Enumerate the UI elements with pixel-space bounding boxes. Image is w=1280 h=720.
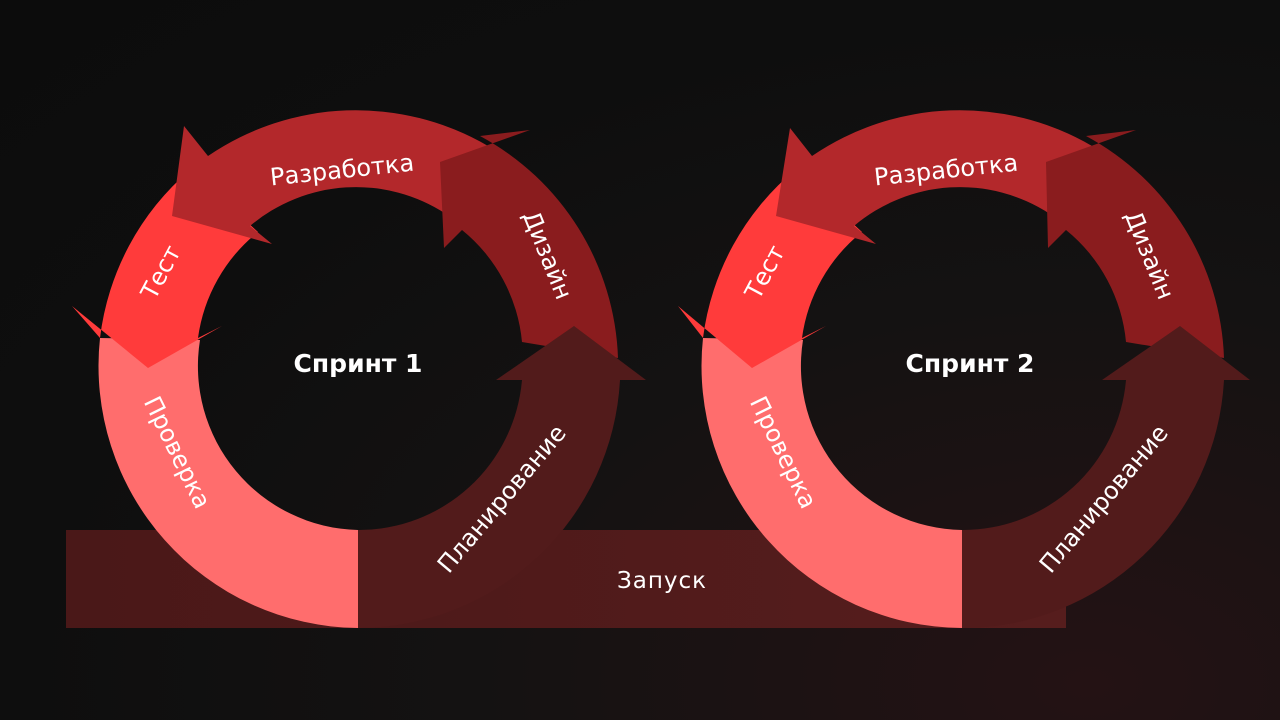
sprint-1-planning-segment — [358, 326, 646, 629]
sprint-2-design-segment — [1046, 130, 1224, 358]
sprint-2-development-segment — [776, 110, 1092, 245]
sprint-1-cycle: Спринт 1 Разработка Дизайн Тест Проверка… — [72, 110, 646, 629]
sprint-1-development-segment — [172, 110, 488, 245]
sprint-1-design-segment — [440, 130, 618, 358]
sprint-2-planning-segment — [962, 326, 1250, 629]
launch-label: Запуск — [617, 568, 707, 594]
sprint-1-review-segment — [98, 338, 359, 628]
sprint-2-title: Спринт 2 — [906, 349, 1035, 378]
sprint-2-review-segment — [701, 338, 962, 628]
sprint-1-title: Спринт 1 — [294, 349, 423, 378]
